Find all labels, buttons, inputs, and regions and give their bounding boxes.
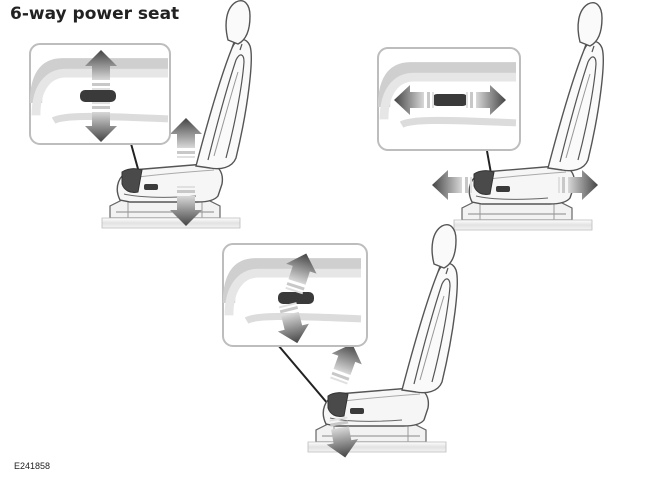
callout-box (222, 243, 368, 347)
callout-pointer (277, 344, 329, 405)
callout-box (377, 47, 520, 151)
seat-fore-aft-adjust-panel (377, 2, 604, 231)
up-arrow-icon (170, 118, 202, 158)
left-arrow-icon (432, 170, 472, 200)
seat-height-adjust-panel (29, 0, 252, 229)
callout-box (29, 43, 170, 145)
seat-tilt-adjust-panel (222, 224, 458, 461)
seat-switch-icon (432, 94, 468, 106)
figure-code: E241858 (14, 461, 51, 471)
seat-switch-icon (80, 90, 116, 102)
page-title: 6-way power seat (10, 4, 180, 24)
seat-switch-icon (278, 292, 314, 304)
